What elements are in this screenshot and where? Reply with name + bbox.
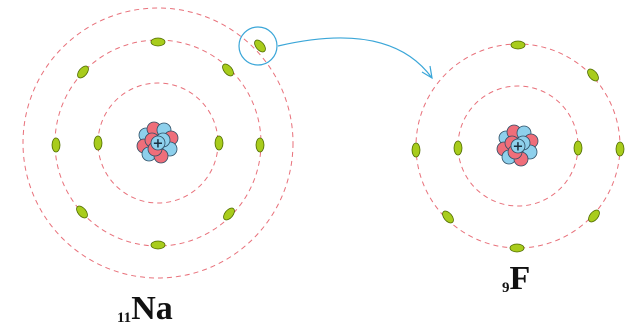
transfer-highlight-circle [238,26,278,66]
electron [51,137,61,153]
fluorine-atom: + [411,40,625,253]
electron [150,240,166,250]
sodium-atom: + [22,7,294,279]
fluorine-atomic-number: 9 [502,280,510,296]
sodium-electrons [51,37,266,250]
fluorine-electrons [411,40,625,253]
electron [587,68,599,82]
electron [453,140,463,156]
transfer-arrow [277,37,433,79]
neutron [510,138,526,154]
electron [588,209,600,223]
electron [214,135,224,151]
fluorine-nucleus: + [496,124,539,167]
electron [411,142,421,158]
electron [615,141,625,157]
electron [509,243,525,253]
sodium-label: 11Na [117,292,173,326]
sodium-shell-3 [22,7,294,279]
neutron [150,135,166,151]
electron [223,207,235,221]
transfer-arrow-head [421,65,433,80]
sodium-symbol: Na [131,290,173,327]
sodium-nucleus: + [136,121,179,164]
electron [222,63,234,77]
fluorine-symbol: F [509,260,531,297]
electron [510,40,526,50]
electron [150,37,166,47]
electron [573,140,583,156]
electron [255,137,265,153]
electron [442,210,454,224]
nucleus-sign: + [153,137,164,152]
valence-electron [254,39,266,53]
sodium-atomic-number: 11 [117,310,132,326]
fluorine-label: 9F [502,262,530,296]
electron [77,65,89,79]
electron [76,205,88,219]
nucleus-sign: + [513,140,524,155]
electron [93,135,103,151]
